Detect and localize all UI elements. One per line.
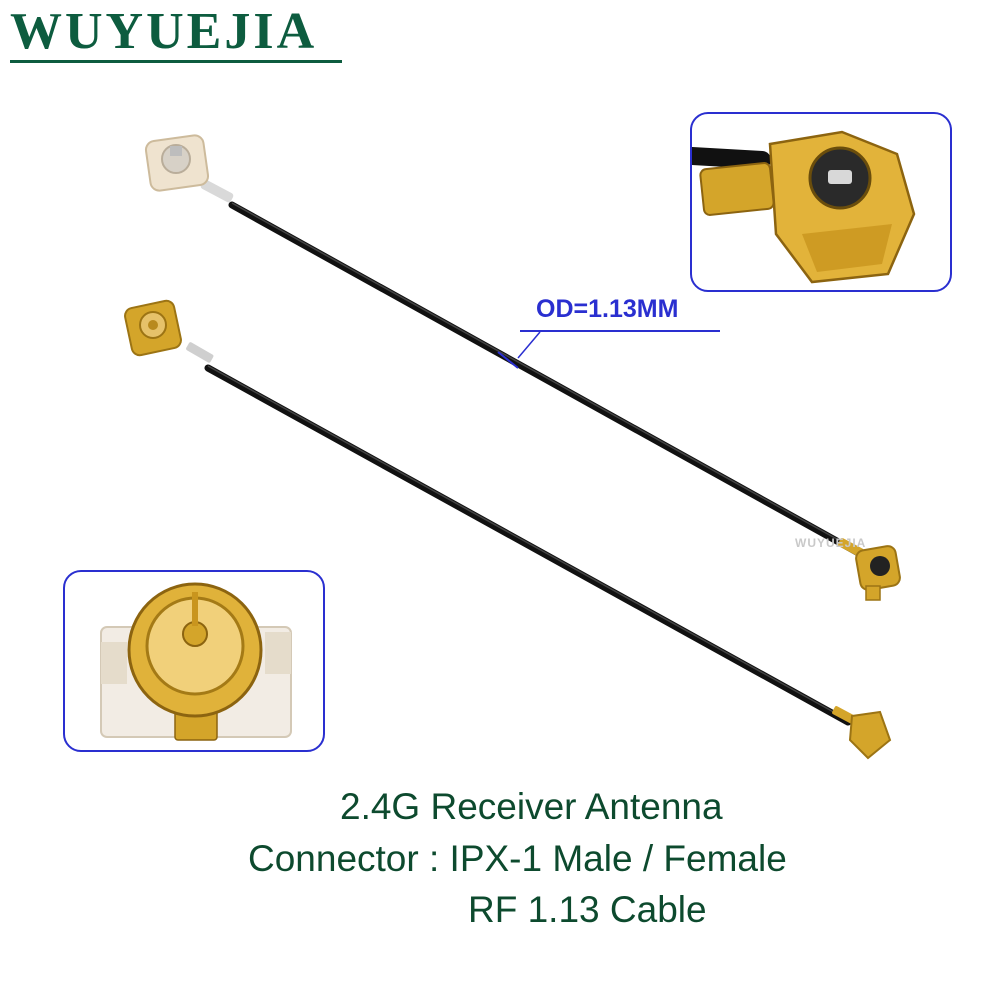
closeup-crimp bbox=[699, 162, 775, 216]
closeup-plug-pin bbox=[828, 170, 852, 184]
od-underline bbox=[520, 330, 720, 332]
od-label: OD=1.13MM bbox=[536, 295, 679, 323]
closeup-cable bbox=[692, 147, 771, 169]
od-marker bbox=[497, 351, 519, 369]
brand-logo: WUYUEJIA bbox=[10, 3, 318, 60]
lower-right-connector bbox=[832, 706, 892, 760]
upper-cable bbox=[228, 201, 866, 559]
closeup-socket-tab-right bbox=[265, 632, 291, 674]
caption-connector: Connector : IPX-1 Male / Female bbox=[248, 838, 787, 879]
upper-cable-assembly bbox=[144, 134, 901, 601]
upper-right-plug bbox=[837, 538, 901, 601]
plug-closeup-inset bbox=[690, 112, 952, 292]
caption-title: 2.4G Receiver Antenna bbox=[340, 786, 723, 827]
od-leader-line bbox=[517, 331, 541, 359]
brand-underline bbox=[10, 60, 342, 63]
closeup-socket-pin-stem bbox=[192, 592, 198, 626]
lower-cable-assembly bbox=[124, 299, 892, 760]
lower-left-plug bbox=[124, 299, 214, 363]
lower-cable-highlight bbox=[207, 365, 849, 721]
caption-cable: RF 1.13 Cable bbox=[468, 889, 707, 930]
lower-cable bbox=[204, 364, 852, 726]
watermark: WUYUEJIA bbox=[795, 536, 867, 550]
socket-closeup-inset bbox=[63, 570, 325, 752]
upper-left-connector bbox=[144, 134, 234, 203]
closeup-socket-tab-left bbox=[101, 642, 127, 684]
upper-cable-highlight bbox=[231, 202, 863, 554]
closeup-plug-shade bbox=[802, 224, 892, 272]
